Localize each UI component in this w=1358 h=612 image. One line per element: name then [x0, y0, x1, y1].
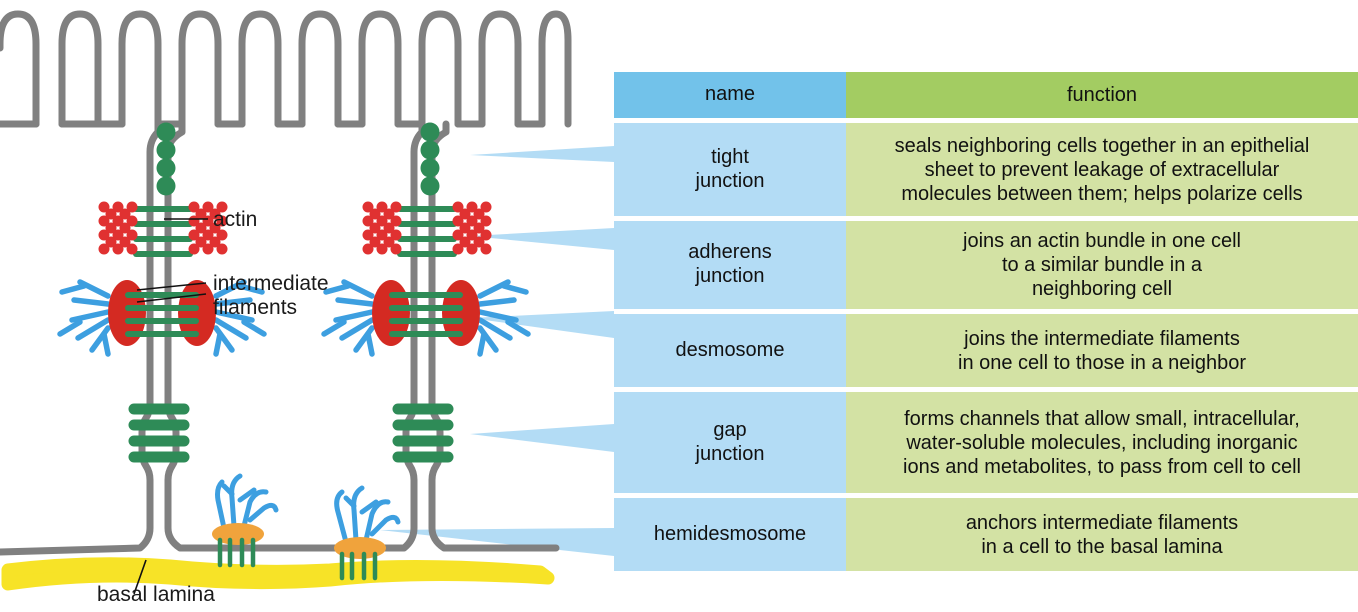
actin-dots-right	[362, 201, 492, 255]
microvilli	[0, 10, 572, 128]
tight-junction-right	[420, 122, 440, 196]
label-basal-lamina: basal lamina	[97, 583, 215, 606]
table-row-hemidesmosome: hemidesmosome anchors intermediate filam…	[614, 498, 1358, 571]
table-row-desmosome: desmosome joins the intermediate filamen…	[614, 314, 1358, 387]
adherens-junction-left	[98, 201, 228, 257]
row-function-desmosome: joins the intermediate filaments in one …	[846, 314, 1358, 387]
cell-junction-diagram: actin intermediate filaments basal lamin…	[0, 0, 620, 612]
header-function: function	[846, 72, 1358, 118]
row-name-tight-junction: tight junction	[614, 123, 846, 216]
row-function-tight-junction: seals neighboring cells together in an e…	[846, 123, 1358, 216]
row-name-gap-junction: gap junction	[614, 392, 846, 493]
hemidesmosome-2	[334, 485, 401, 581]
table-header-row: name function	[614, 72, 1358, 118]
actin-dots-left	[98, 201, 228, 255]
desmosome-left	[57, 279, 267, 357]
basal-lamina-band	[1, 557, 555, 591]
row-name-desmosome: desmosome	[614, 314, 846, 387]
table-row-tight-junction: tight junction seals neighboring cells t…	[614, 123, 1358, 216]
table-row-gap-junction: gap junction forms channels that allow s…	[614, 392, 1358, 493]
row-function-hemidesmosome: anchors intermediate filaments in a cell…	[846, 498, 1358, 571]
gap-junction-right	[392, 403, 454, 463]
label-actin: actin	[213, 208, 258, 231]
hemidesmosome-1	[212, 473, 279, 568]
label-intermediate-filaments: intermediate filaments	[213, 272, 329, 319]
adherens-junction-right	[362, 201, 492, 257]
header-name: name	[614, 72, 846, 118]
row-name-hemidesmosome: hemidesmosome	[614, 498, 846, 571]
row-function-adherens-junction: joins an actin bundle in one cell to a s…	[846, 221, 1358, 309]
table-row-adherens-junction: adherens junction joins an actin bundle …	[614, 221, 1358, 309]
leader-lines	[133, 218, 208, 595]
junction-table: name function tight junction seals neigh…	[614, 72, 1358, 576]
gap-junction-left	[128, 403, 190, 463]
row-name-adherens-junction: adherens junction	[614, 221, 846, 309]
row-function-gap-junction: forms channels that allow small, intrace…	[846, 392, 1358, 493]
desmosome-right	[321, 279, 531, 357]
tight-junction-left	[156, 122, 176, 196]
